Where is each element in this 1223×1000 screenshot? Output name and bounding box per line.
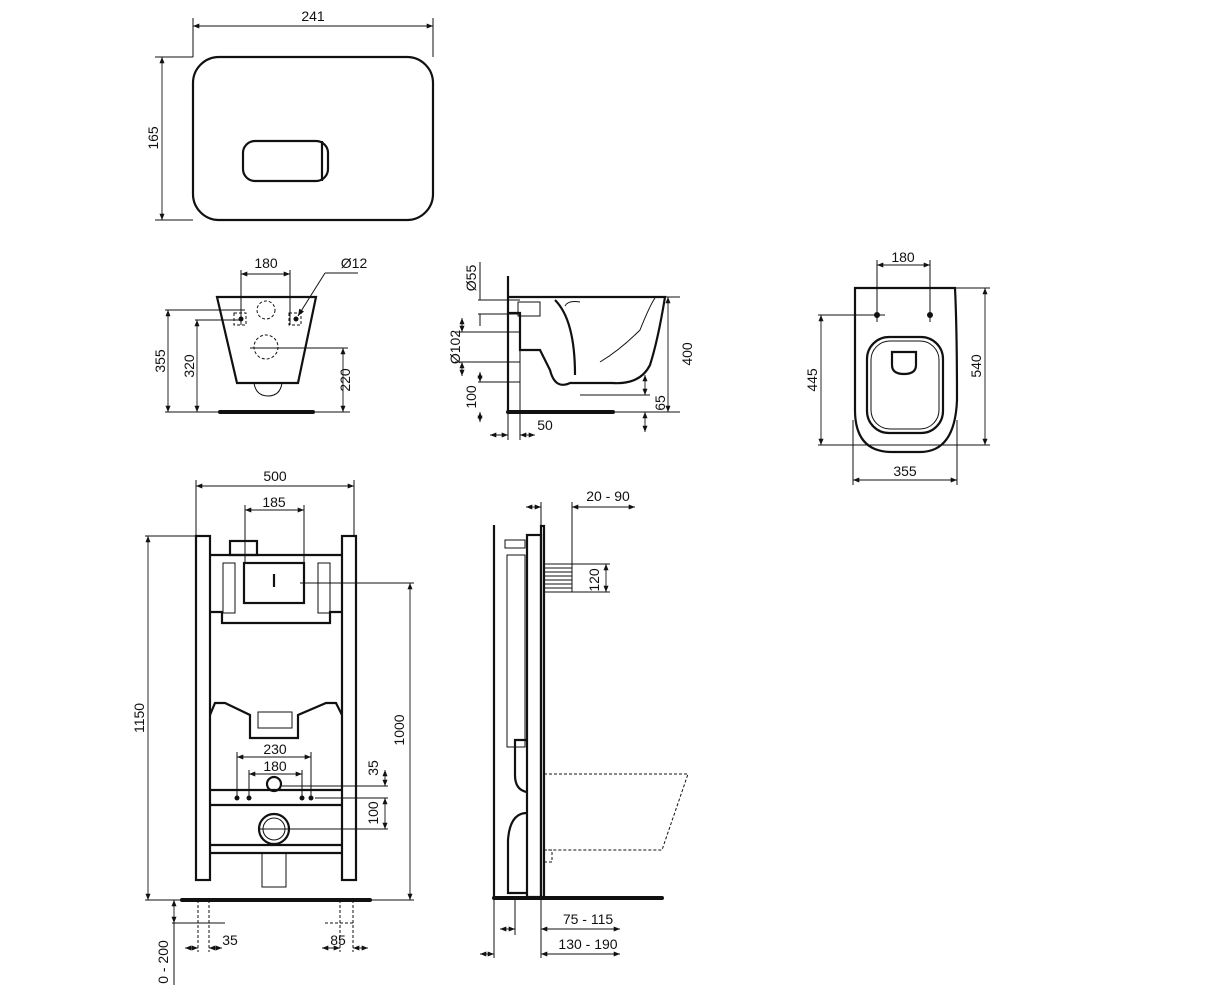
dim-frame-height: 1150: [131, 703, 147, 733]
bowl-top-view: 180 445 540 355: [804, 249, 990, 485]
dim-bowl-length: 540: [968, 354, 984, 378]
frame-side-view: 20 - 90 120 75 - 115 130 - 190: [480, 488, 689, 958]
flush-plate-outline: [191, 55, 435, 222]
dim-inlet-diameter: Ø55: [463, 265, 479, 292]
dim-outlet-diameter: Ø102: [447, 330, 463, 364]
dim-studs-above: 35: [365, 760, 381, 776]
dim-hole-to-front: 445: [804, 368, 820, 392]
dim-depth-adjust: 20 - 90: [586, 488, 630, 504]
dim-front-hole-spacing: 180: [254, 255, 278, 271]
dim-front-outlet-height: 220: [337, 368, 353, 392]
dim-outer-studs: 230: [263, 741, 287, 757]
dim-plate-area-width: 185: [262, 494, 286, 510]
bowl-side-view: Ø55 Ø102 100 400 65 50: [447, 262, 695, 440]
dim-outlet-below: 100: [365, 801, 381, 825]
dim-inner-studs: 180: [263, 758, 287, 774]
flush-plate-view: 241 165: [145, 8, 435, 222]
dim-plate-height: 1000: [391, 714, 407, 745]
dim-bowl-width: 355: [893, 463, 917, 479]
dim-foot-left: 35: [222, 932, 238, 948]
bowl-front-view: 180 Ø12 355 320 220: [152, 255, 368, 414]
dim-bottom-gap: 65: [652, 395, 668, 411]
dim-foot-adjust: 0 - 200: [155, 940, 171, 984]
dim-wall-offset: 50: [537, 417, 553, 433]
dim-frame-width: 500: [263, 468, 287, 484]
dim-top-hole-spacing: 180: [891, 249, 915, 265]
dim-total-depth: 130 - 190: [558, 936, 617, 952]
dim-plate-height: 165: [145, 126, 161, 150]
dim-front-total-height: 355: [152, 349, 168, 373]
frame-front-view: 500 185 1150 1000 230 180 35 100 0 - 200…: [131, 468, 414, 985]
dim-bowl-height: 400: [679, 342, 695, 366]
flush-button: [241, 139, 330, 183]
dim-box-height: 120: [586, 568, 602, 592]
dim-front-hole-height: 320: [181, 354, 197, 378]
dim-plate-width: 241: [301, 8, 325, 24]
dim-foot-right: 85: [330, 932, 346, 948]
hatching: [544, 567, 572, 589]
dim-hole-diameter: Ø12: [341, 255, 368, 271]
dim-pipe-offset: 75 - 115: [563, 911, 614, 927]
dim-outlet-offset: 100: [463, 385, 479, 409]
